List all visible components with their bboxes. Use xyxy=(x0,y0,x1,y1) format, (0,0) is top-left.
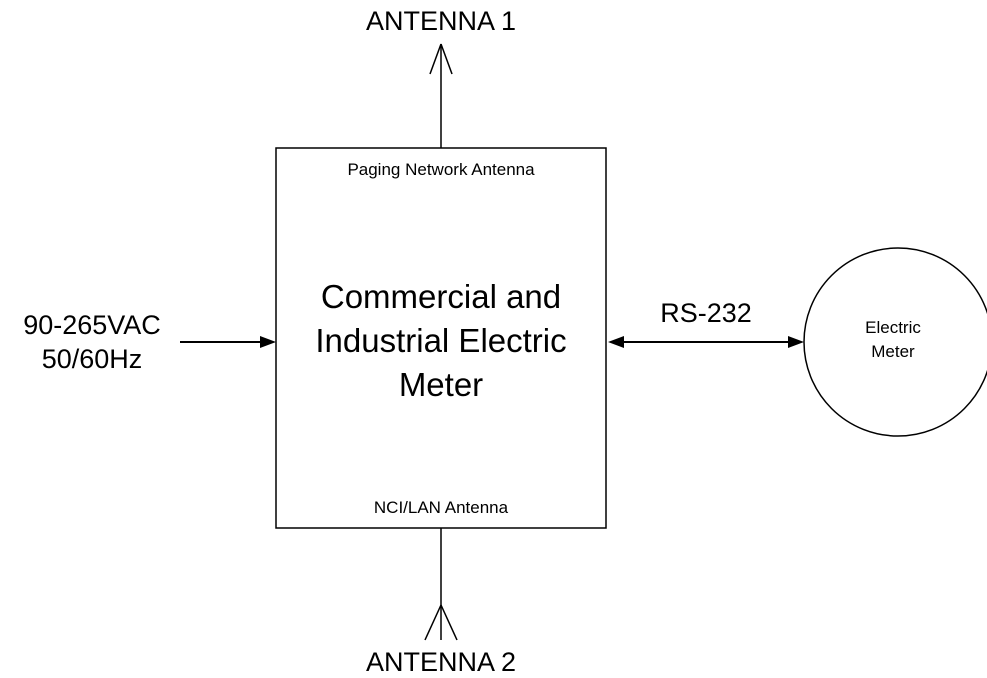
antenna-1: ANTENNA 1 xyxy=(366,6,516,148)
device-title-line-2: Industrial Electric xyxy=(315,322,566,359)
nci-lan-antenna-label: NCI/LAN Antenna xyxy=(374,498,509,517)
rs232-label: RS-232 xyxy=(660,298,752,328)
antenna-2-right-element xyxy=(440,604,458,641)
main-device-block: Paging Network Antenna Commercial and In… xyxy=(275,147,607,529)
power-input: 90-265VAC 50/60Hz xyxy=(23,310,276,374)
antenna-1-label: ANTENNA 1 xyxy=(366,6,516,36)
antenna-1-left-element xyxy=(429,43,442,75)
electric-meter-label-line-1: Electric xyxy=(865,318,921,337)
device-title-line-3: Meter xyxy=(399,366,483,403)
antenna-2: ANTENNA 2 xyxy=(366,528,516,677)
electric-meter-label-line-2: Meter xyxy=(871,342,915,361)
rs232-link: RS-232 xyxy=(608,298,804,348)
power-input-arrowhead xyxy=(260,336,276,348)
device-title-line-1: Commercial and xyxy=(321,278,561,315)
paging-network-antenna-label: Paging Network Antenna xyxy=(347,160,535,179)
power-input-frequency-label: 50/60Hz xyxy=(42,344,143,374)
antenna-2-label: ANTENNA 2 xyxy=(366,647,516,677)
power-input-voltage-label: 90-265VAC xyxy=(23,310,161,340)
antenna-1-right-element xyxy=(440,43,453,75)
rs232-left-arrowhead xyxy=(608,336,624,348)
electric-meter-node: Electric Meter xyxy=(803,247,987,437)
rs232-right-arrowhead xyxy=(788,336,804,348)
electric-meter-circle xyxy=(803,247,987,437)
antenna-2-left-element xyxy=(424,604,442,641)
